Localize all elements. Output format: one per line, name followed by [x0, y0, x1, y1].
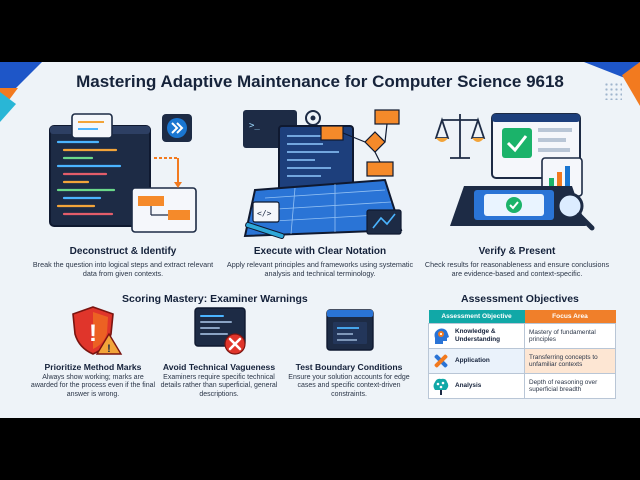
step-title: Deconstruct & Identify — [69, 246, 177, 257]
objective-name: Knowledge & Understanding — [455, 328, 501, 343]
step-execute: >_ </> Execu — [225, 98, 415, 278]
dot-pattern — [604, 82, 622, 100]
table-row: Application Transferring concepts to unf… — [428, 347, 616, 374]
warning-title: Prioritize Method Marks — [44, 362, 142, 372]
blueprint-flowchart-icon: >_ </> — [243, 109, 403, 240]
objective-name: Analysis — [455, 381, 482, 389]
objectives-table: Assessment Objective Focus Area Knowledg… — [428, 310, 616, 399]
page-title: Mastering Adaptive Maintenance for Compu… — [76, 72, 564, 91]
shield-warning-icon: ! ! — [72, 306, 123, 355]
focus-area: Mastery of fundamental principles — [524, 322, 616, 349]
objectives-heading: Assessment Objectives — [461, 293, 579, 305]
infographic: Mastering Adaptive Maintenance for Compu… — [0, 62, 640, 418]
step-title: Execute with Clear Notation — [253, 246, 387, 257]
tools-icon — [434, 354, 448, 367]
svg-text:</>: </> — [257, 209, 272, 218]
focus-area: Transferring concepts to unfamiliar cont… — [524, 347, 616, 374]
objective-name: Application — [455, 356, 490, 364]
column-header: Focus Area — [524, 310, 616, 323]
code-error-icon — [194, 307, 246, 355]
table-row: Analysis Depth of reasoning over superfi… — [428, 372, 616, 399]
head-gears-icon — [434, 328, 449, 344]
step-description: Apply relevant principles and frameworks… — [226, 260, 414, 278]
code-editor-icon — [49, 113, 197, 233]
brain-network-icon — [433, 378, 449, 395]
warnings-heading: Scoring Mastery: Examiner Warnings — [122, 293, 308, 305]
step-title: Verify & Present — [478, 246, 556, 257]
step-description: Break the question into logical steps an… — [32, 260, 214, 278]
warning-description: Ensure your solution accounts for edge c… — [288, 374, 410, 398]
svg-text:!: ! — [89, 320, 97, 347]
step-deconstruct: Deconstruct & Identify Break the questio… — [28, 98, 218, 278]
svg-text:>_: >_ — [249, 121, 260, 131]
svg-text:!: ! — [107, 343, 111, 355]
step-verify: Verify & Present Check results for reaso… — [422, 98, 612, 278]
column-header: Assessment Objective — [428, 310, 525, 323]
step-description: Check results for reasonableness and ens… — [424, 260, 610, 278]
warning-title: Avoid Technical Vagueness — [162, 362, 276, 372]
warning-description: Examiners require specific technical det… — [160, 374, 278, 398]
warning-description: Always show working; marks are awarded f… — [30, 374, 156, 398]
terminal-window-icon — [326, 309, 374, 351]
verify-dashboard-icon — [434, 113, 595, 231]
focus-area: Depth of reasoning over superficial brea… — [524, 372, 616, 399]
table-row: Knowledge & Understanding Mastery of fun… — [428, 322, 616, 349]
warning-title: Test Boundary Conditions — [295, 362, 403, 372]
